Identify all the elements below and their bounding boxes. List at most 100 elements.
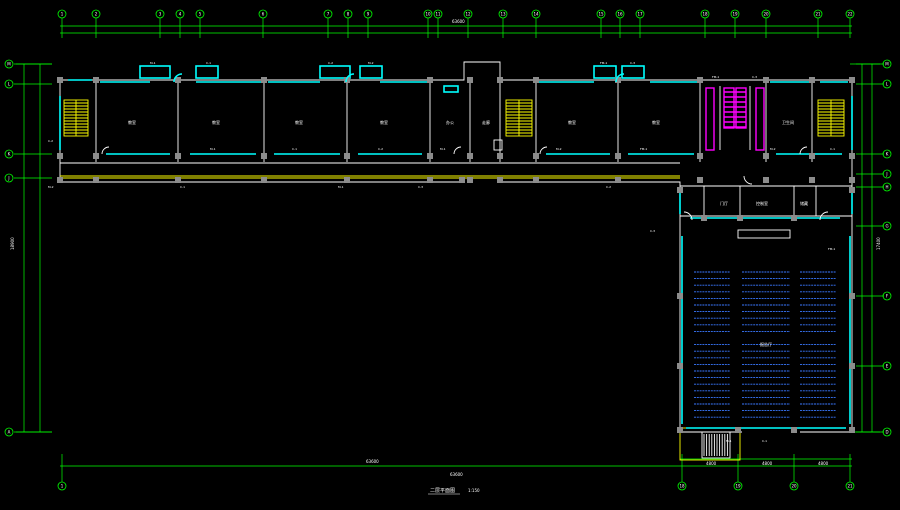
- column: [735, 427, 741, 433]
- grid-bubble-topBubbles-9: 10: [423, 9, 433, 19]
- tag-label: M-1: [440, 147, 446, 151]
- grid-bubble-bottomBubbles-3: 20: [789, 481, 799, 491]
- tag-label: C-1: [830, 147, 835, 151]
- grid-label: 7: [327, 11, 330, 16]
- room-r4: 教室: [380, 119, 388, 125]
- grid-bubble-bottomBubbles-4: 21: [845, 481, 855, 491]
- grid-bubble-topBubbles-4: 5: [195, 9, 205, 19]
- stair-west: [63, 99, 89, 137]
- grid-label: J: [7, 175, 9, 180]
- room-r1: 教室: [128, 119, 136, 125]
- column: [93, 177, 99, 183]
- bottom-seg-2: 4800: [762, 461, 773, 466]
- grid-label: 1: [61, 11, 64, 16]
- room-r2: 教室: [212, 119, 220, 125]
- column: [763, 177, 769, 183]
- drawing-scale: 1:150: [468, 488, 480, 493]
- grid-label: 16: [617, 11, 623, 16]
- grid-bubble-leftBubbles-3: J: [4, 173, 14, 183]
- column: [57, 177, 63, 183]
- grid-label: D: [885, 429, 888, 434]
- grid-label: M: [885, 61, 889, 66]
- grid-label: 13: [500, 11, 506, 16]
- grid-label: H: [885, 184, 888, 189]
- grid-label: E: [886, 363, 889, 368]
- grid-label: 20: [791, 483, 797, 488]
- column: [175, 177, 181, 183]
- grid-label: K: [8, 151, 11, 156]
- column: [57, 153, 63, 159]
- right-total-dim: 17400: [876, 237, 881, 250]
- column: [737, 215, 743, 221]
- grid-label: 4: [179, 11, 182, 16]
- tag-label: C-2: [328, 61, 333, 65]
- column: [763, 153, 769, 159]
- grid-label: A: [8, 429, 11, 434]
- overall-bottom-dim: 63600: [366, 459, 379, 464]
- stair-mid: [505, 99, 533, 137]
- doors: [101, 73, 829, 239]
- column: [57, 77, 63, 83]
- column: [849, 77, 855, 83]
- grid-label: 18: [679, 483, 685, 488]
- tag-label: C-3: [650, 229, 655, 233]
- grid-bubble-leftBubbles-1: L: [4, 79, 14, 89]
- grid-bubble-topBubbles-13: 14: [531, 9, 541, 19]
- grid-bubble-topBubbles-8: 9: [363, 9, 373, 19]
- dimension-texts: 63600 63600 63600 18900 17400 4800 4800 …: [10, 19, 881, 477]
- drawing-title: 二层平面图: [430, 488, 455, 494]
- column: [615, 77, 621, 83]
- grid-label: K: [886, 151, 889, 156]
- tag-label: C-3: [418, 185, 423, 189]
- grid-label: L: [8, 81, 11, 86]
- grid-bubble-topBubbles-14: 15: [596, 9, 606, 19]
- grid-label: 21: [847, 483, 853, 488]
- tag-label: M-1: [150, 61, 156, 65]
- grid-bubble-topBubbles-0: 1: [57, 9, 67, 19]
- auditorium-seating: [694, 271, 836, 418]
- column: [467, 77, 473, 83]
- tag-label: M-1: [726, 439, 732, 443]
- grid-bubble-rightBubbles-0: M: [882, 59, 892, 69]
- stair-south: [701, 431, 731, 459]
- grid-bubble-topBubbles-10: 11: [433, 9, 443, 19]
- tag-label: FM-1: [712, 75, 719, 79]
- grid-bubble-rightBubbles-3: J: [882, 169, 892, 179]
- column: [791, 427, 797, 433]
- room-names: 教室 教室 教室 教室 办公 走廊 教室 教室 卫生间 报告厅 控制室 储藏 门…: [128, 119, 808, 347]
- grid-bubble-topBubbles-2: 3: [155, 9, 165, 19]
- tag-label: M-2: [556, 147, 562, 151]
- grid-label: 15: [598, 11, 604, 16]
- grid-bubble-rightBubbles-2: K: [882, 149, 892, 159]
- grid-bubble-topBubbles-20: 21: [813, 9, 823, 19]
- column: [497, 177, 503, 183]
- column: [261, 177, 267, 183]
- grid-bubble-topBubbles-15: 16: [615, 9, 625, 19]
- overall-bottom-sub-dim: 63600: [450, 472, 463, 477]
- column: [497, 77, 503, 83]
- room-r11: 控制室: [756, 200, 768, 206]
- grid-bubble-rightBubbles-4: H: [882, 182, 892, 192]
- column: [677, 187, 683, 193]
- column: [809, 153, 815, 159]
- column: [763, 77, 769, 83]
- grid-bubble-topBubbles-3: 4: [175, 9, 185, 19]
- column: [849, 153, 855, 159]
- column: [849, 177, 855, 183]
- room-r3: 教室: [295, 119, 303, 125]
- tag-label: C-2: [606, 185, 611, 189]
- column: [533, 77, 539, 83]
- drawing-title-block: 二层平面图 1:150: [428, 488, 480, 495]
- grid-label: 21: [815, 11, 821, 16]
- grid-label: 5: [199, 11, 202, 16]
- column: [701, 215, 707, 221]
- overall-top-dim: 63600: [452, 19, 465, 24]
- grid-bubble-topBubbles-18: 19: [730, 9, 740, 19]
- grid-bubble-topBubbles-1: 2: [91, 9, 101, 19]
- grid-label: F: [886, 293, 889, 298]
- column: [427, 177, 433, 183]
- grid-label: 20: [763, 11, 769, 16]
